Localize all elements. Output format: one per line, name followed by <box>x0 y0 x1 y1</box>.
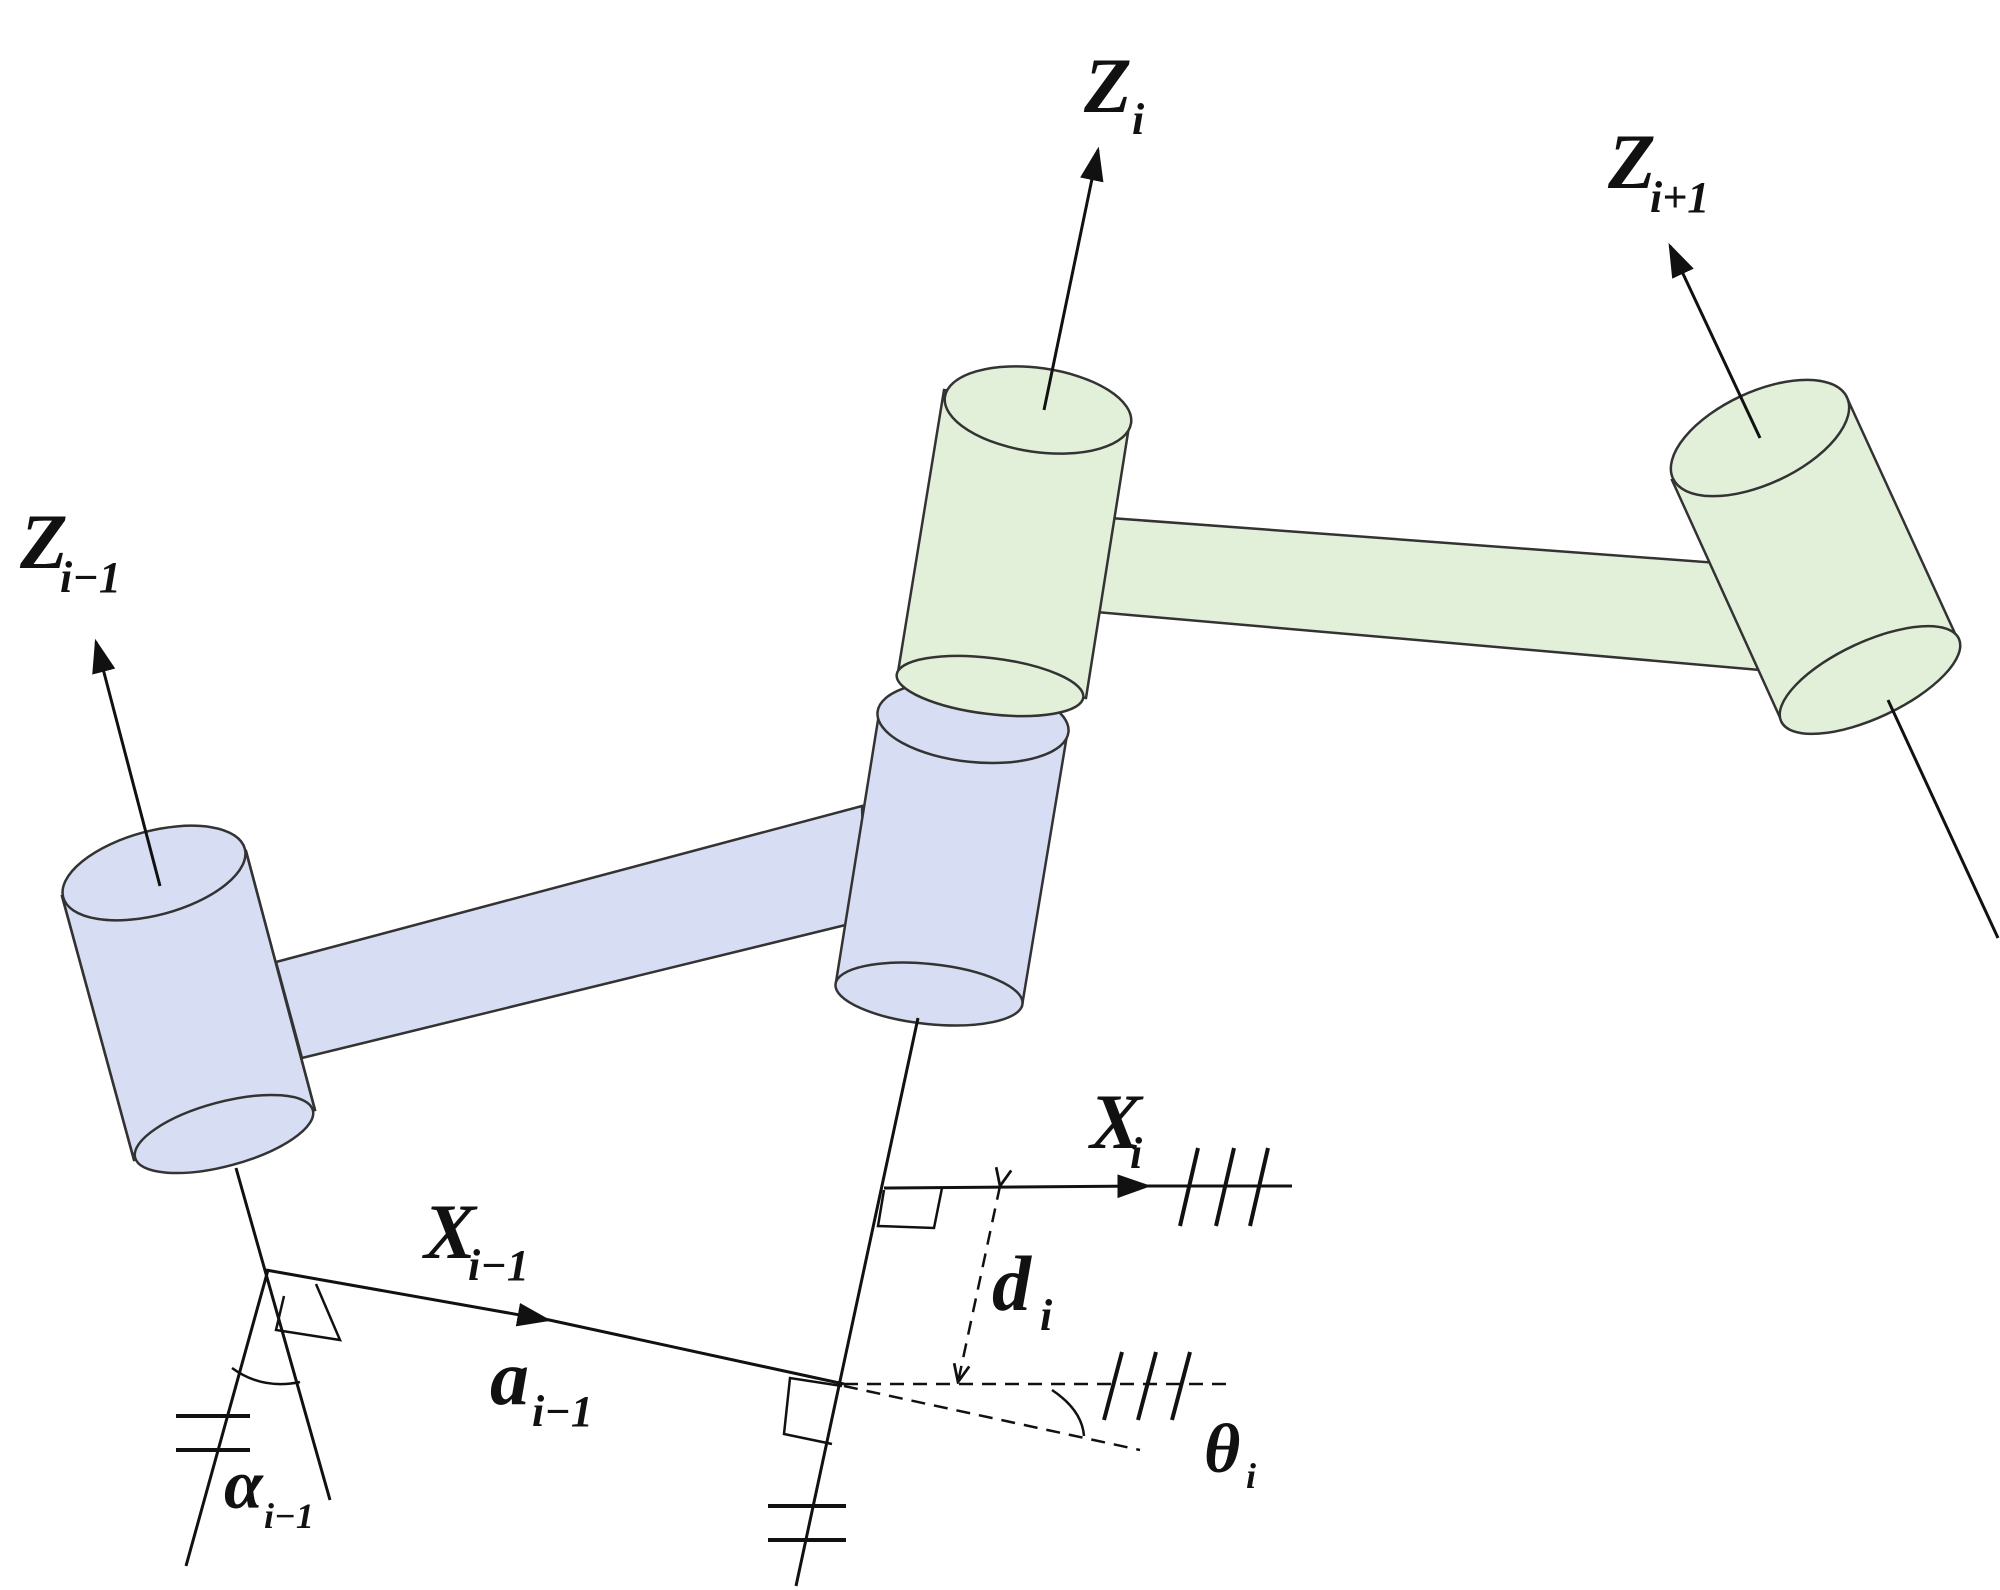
hatch-marks-theta <box>1102 1351 1192 1421</box>
label-sub: i−1 <box>60 553 121 602</box>
axis-i-line <box>794 1017 920 1587</box>
link-bar-green <box>1094 516 1762 672</box>
label-theta-i: θ i <box>1204 1411 1256 1496</box>
hatch-marks-x-i <box>1178 1147 1270 1227</box>
label-a-i-minus-1: a i−1 <box>490 1334 593 1436</box>
label-z-i-plus-1: Z i+1 <box>1607 118 1709 222</box>
right-angle-mark-i <box>876 1187 944 1230</box>
z-axis-i-minus-1-arrow <box>92 638 162 887</box>
label-sub: i−1 <box>264 1496 314 1536</box>
label-sub: i <box>1132 95 1145 144</box>
joint-cylinder-i-plus-1 <box>1669 378 1962 736</box>
label-base: a <box>490 1334 529 1421</box>
label-base: X <box>1088 1078 1144 1165</box>
label-base: X <box>422 1188 478 1275</box>
label-base: θ <box>1204 1411 1240 1488</box>
ground-mark-left <box>176 1414 250 1452</box>
label-z-i-minus-1: Z i−1 <box>19 498 121 602</box>
label-z-i: Z i <box>1083 42 1145 144</box>
joint-cylinder-i-upper <box>895 365 1133 718</box>
theta-arc <box>1051 1388 1086 1437</box>
ground-mark-middle <box>768 1504 846 1542</box>
joint-cylinder-i-minus-1 <box>60 824 317 1175</box>
axis-i-plus-1-line <box>1886 699 2000 939</box>
label-d-i: d i <box>992 1240 1053 1340</box>
right-angle-mark-i-minus-1 <box>274 1283 343 1342</box>
label-sub: i+1 <box>1650 173 1709 222</box>
label-base: α <box>224 1447 264 1524</box>
label-x-i-minus-1: X i−1 <box>422 1188 529 1290</box>
alpha-arc <box>231 1366 301 1386</box>
z-axis-i-arrow <box>1042 146 1104 411</box>
link-i-minus-1 <box>60 679 1070 1175</box>
x-axis-i-minus-1-arrow <box>265 1268 552 1327</box>
label-base: Z <box>1607 118 1656 205</box>
joint-cylinder-i-lower <box>834 679 1070 1027</box>
label-sub: i−1 <box>532 1387 593 1436</box>
label-base: Z <box>19 498 68 585</box>
common-normal-a <box>539 1316 845 1386</box>
right-angle-mark-foot <box>782 1376 843 1446</box>
label-sub: i−1 <box>468 1241 529 1290</box>
x-axis-i-arrow <box>883 1174 1152 1199</box>
label-sub: i <box>1130 1129 1143 1178</box>
label-x-i: X i <box>1088 1078 1144 1178</box>
link-bar-blue <box>274 804 868 1060</box>
axis-i-minus-1-right <box>234 1167 332 1501</box>
label-sub: i <box>1040 1291 1053 1340</box>
z-axis-i-plus-1-arrow <box>1668 242 1762 439</box>
link-i <box>895 365 1962 736</box>
label-alpha-i-minus-1: α i−1 <box>224 1447 314 1536</box>
label-sub: i <box>1246 1456 1256 1496</box>
theta-ray-dashed <box>843 1384 1141 1452</box>
label-base: d <box>992 1240 1032 1327</box>
label-base: Z <box>1083 42 1132 129</box>
d-i-dimension <box>958 1186 1000 1382</box>
